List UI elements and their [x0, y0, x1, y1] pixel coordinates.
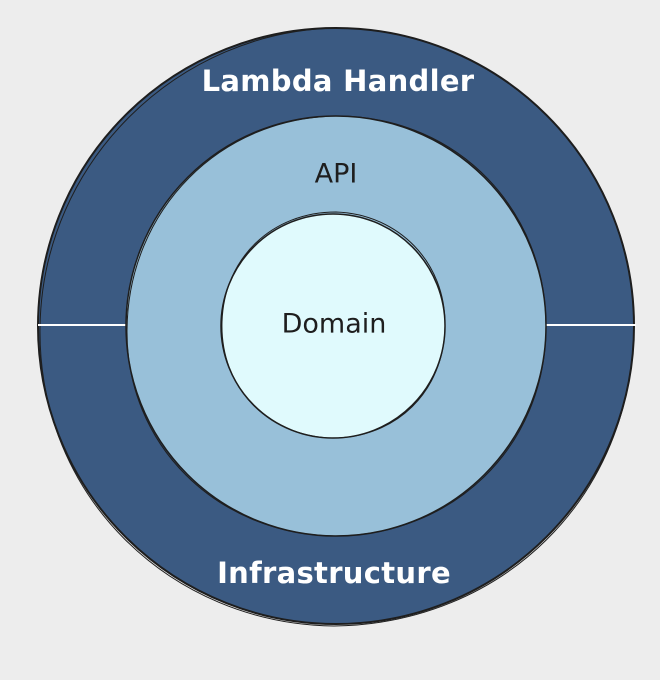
api-label: API [315, 159, 358, 190]
lambda-handler-label: Lambda Handler [202, 64, 475, 98]
outer-ring-sketch-stroke [39, 27, 635, 627]
middle-ring-sketch-stroke [126, 115, 547, 537]
domain-label: Domain [282, 309, 387, 340]
infrastructure-label: Infrastructure [217, 556, 451, 590]
domain-core-sketch-stroke [221, 211, 446, 439]
